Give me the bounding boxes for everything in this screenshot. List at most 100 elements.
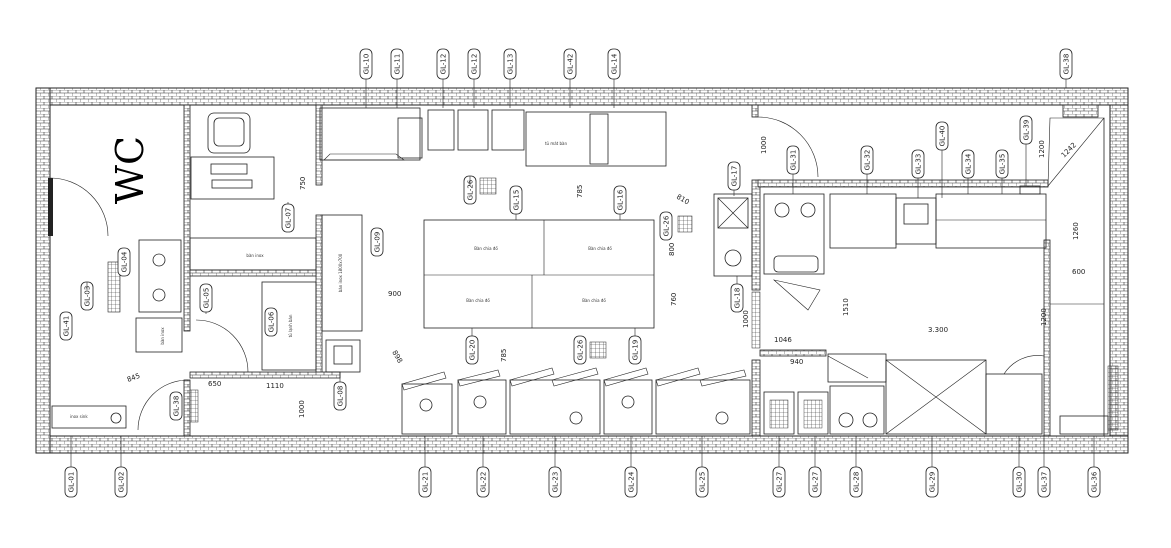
svg-text:bàn inox: bàn inox <box>160 327 165 345</box>
fryer-gl-12a <box>427 109 455 151</box>
fridge-gl-23 <box>509 379 601 435</box>
tag-bottom-5: GL-24 <box>624 436 638 498</box>
tag-bottom-0: GL-01 <box>64 436 78 498</box>
tag-gl04: GL-04 <box>117 247 131 277</box>
svg-text:tủ mát bàn: tủ mát bàn <box>545 141 568 146</box>
svg-text:GL-06: GL-06 <box>268 311 276 332</box>
svg-text:GL-15: GL-15 <box>513 190 521 211</box>
svg-text:1510: 1510 <box>842 298 850 316</box>
tag-bottom-10: GL-29 <box>925 436 939 498</box>
stove-gl-04 <box>138 239 182 313</box>
svg-text:GL-42: GL-42 <box>567 54 575 75</box>
tag-gl39: GL-39 <box>1019 115 1033 186</box>
svg-text:GL-38: GL-38 <box>1063 54 1071 75</box>
fridge-gl-27b <box>797 391 829 435</box>
svg-text:800: 800 <box>668 243 676 256</box>
tag-gl34: GL-34 <box>961 149 975 194</box>
wc-door-swing <box>49 177 109 237</box>
svg-text:940: 940 <box>790 358 803 366</box>
svg-text:785: 785 <box>576 185 584 198</box>
svg-text:GL-23: GL-23 <box>552 472 560 493</box>
svg-text:650: 650 <box>208 380 221 388</box>
wc-label: WC <box>108 136 152 204</box>
svg-text:GL-17: GL-17 <box>731 166 739 187</box>
svg-text:1200: 1200 <box>1040 308 1048 326</box>
fryer-gl-12b <box>457 109 489 151</box>
fridge-row <box>401 367 751 435</box>
tag-gl40: GL-40 <box>935 121 949 198</box>
svg-text:GL-09: GL-09 <box>374 232 382 253</box>
office-desk <box>190 156 275 200</box>
svg-text:GL-30: GL-30 <box>1016 472 1024 493</box>
door-swing-top <box>757 116 819 178</box>
svg-text:1046: 1046 <box>774 336 792 344</box>
tag-bottom-9: GL-28 <box>849 436 863 498</box>
tag-gl07: GL-07 <box>281 202 295 233</box>
shelf-gl-26c <box>589 341 607 359</box>
door-swing-wc2 <box>137 379 189 431</box>
sink-gl-36 <box>1059 415 1109 435</box>
svg-text:GL-27: GL-27 <box>776 472 784 493</box>
svg-text:GL-41: GL-41 <box>63 316 71 337</box>
svg-text:1110: 1110 <box>266 382 284 390</box>
office-chair <box>207 112 251 154</box>
svg-text:GL-32: GL-32 <box>864 150 872 171</box>
svg-text:GL-22: GL-22 <box>480 472 488 493</box>
shelf-gl-38 <box>189 389 199 423</box>
svg-text:GL-08: GL-08 <box>337 386 345 407</box>
tag-bottom-13: GL-36 <box>1087 436 1101 498</box>
fryer-gl-13 <box>491 109 525 151</box>
svg-text:760: 760 <box>670 293 678 306</box>
exterior-walls <box>35 87 1129 454</box>
svg-text:Bàn chia đồ: Bàn chia đồ <box>474 246 498 251</box>
center-island <box>423 219 655 329</box>
svg-text:GL-40: GL-40 <box>939 126 947 147</box>
tag-gl19: GL-19 <box>628 328 642 365</box>
tag-top-7: GL-38 <box>1059 48 1073 88</box>
svg-text:GL-05: GL-05 <box>203 288 211 309</box>
svg-text:Bàn chia đồ: Bàn chia đồ <box>466 298 490 303</box>
svg-text:GL-38: GL-38 <box>173 396 181 417</box>
svg-text:785: 785 <box>500 349 508 362</box>
machine-gl-31 <box>763 193 825 275</box>
svg-text:600: 600 <box>1072 268 1085 276</box>
tag-gl16: GL-16 <box>613 185 627 220</box>
svg-text:GL-12: GL-12 <box>440 54 448 75</box>
tag-gl05: GL-05 <box>199 283 213 314</box>
tag-top-5: GL-42 <box>563 48 577 108</box>
tag-top-3: GL-12 <box>467 48 481 108</box>
wc-door[interactable] <box>48 178 53 236</box>
tag-gl03: GL-03 <box>80 281 94 311</box>
tag-bottom-8: GL-27 <box>808 436 822 498</box>
sink-gl-39 <box>1019 185 1041 195</box>
shelf-gl-26a <box>479 177 497 195</box>
bench-gl-06 <box>261 281 317 371</box>
tag-gl31: GL-31 <box>786 145 800 194</box>
svg-text:Bàn chia đồ: Bàn chia đồ <box>582 298 606 303</box>
svg-text:GL-14: GL-14 <box>611 53 619 74</box>
tag-gl06: GL-06 <box>264 307 278 337</box>
svg-text:GL-21: GL-21 <box>422 472 430 493</box>
fridge-gl-22 <box>457 379 507 435</box>
svg-text:1000: 1000 <box>298 400 306 418</box>
svg-text:inox sink: inox sink <box>70 414 88 419</box>
tag-gl09: GL-09 <box>370 227 384 257</box>
svg-text:GL-19: GL-19 <box>632 340 640 361</box>
svg-text:GL-35: GL-35 <box>999 154 1007 175</box>
tag-gl26a: GL-26 <box>463 175 477 205</box>
keyboard <box>211 179 253 189</box>
svg-text:GL-34: GL-34 <box>965 153 973 174</box>
bench-gl-09 <box>321 214 363 332</box>
tag-gl08: GL-08 <box>333 372 347 411</box>
svg-text:GL-27: GL-27 <box>812 472 820 493</box>
svg-text:bàn inox 1800x700: bàn inox 1800x700 <box>338 253 343 292</box>
svg-text:GL-12: GL-12 <box>471 54 479 75</box>
svg-text:bàn inox: bàn inox <box>246 253 264 258</box>
svg-text:845: 845 <box>126 372 141 384</box>
hood-gl-10 <box>319 107 421 161</box>
counter-gl-04 <box>135 317 183 353</box>
fridge-gl-24 <box>603 379 653 435</box>
svg-text:810: 810 <box>675 193 691 207</box>
monitor <box>210 163 248 175</box>
